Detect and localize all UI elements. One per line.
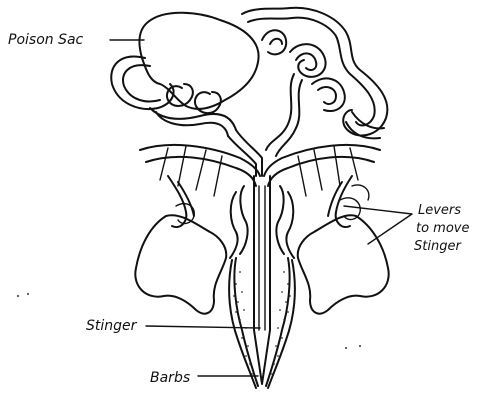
venom-gland-right — [242, 8, 387, 136]
inner-canal — [259, 186, 265, 330]
venom-gland-top-coil — [262, 30, 286, 54]
inner-plate-left — [230, 186, 248, 258]
inner-plate-right — [276, 186, 294, 258]
leader-stinger — [146, 326, 260, 328]
sac-duct-down-left — [150, 108, 236, 136]
label-levers-line3: Stinger — [414, 239, 462, 254]
stylet-shaft — [254, 176, 270, 384]
lever-plate-right — [298, 215, 389, 313]
label-levers-line1: Levers — [418, 203, 461, 218]
label-barbs: Barbs — [150, 370, 190, 386]
lever-plate-left — [135, 215, 226, 313]
label-poison-sac: Poison Sac — [8, 32, 84, 48]
label-stinger: Stinger — [86, 318, 138, 334]
label-levers-line2: to move — [416, 221, 470, 236]
bulb-upper-frame — [140, 145, 380, 186]
lever-arm-left — [168, 176, 194, 227]
